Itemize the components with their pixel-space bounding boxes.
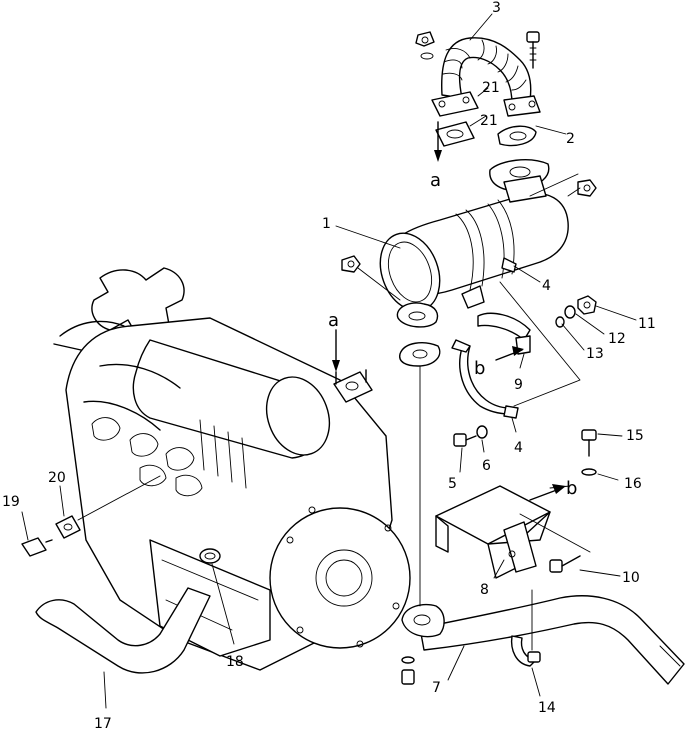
reference-b-bracket: b [566,478,577,499]
pipe-flange-right [503,95,541,117]
mounting-bracket [435,485,551,579]
bolt-5 [453,433,477,447]
callout-18: 18 [226,654,244,670]
nut-11 [577,295,597,315]
top-bolt [526,31,540,69]
gasket-left [435,121,475,147]
muffler-outlet-flange [489,159,550,203]
callout-labels: 3 21 21 2 1 4 11 12 13 9 4 5 6 15 16 10 … [2,0,656,730]
callout-15: 15 [626,428,644,444]
tail-pipe [419,595,685,685]
callout-1: 1 [322,216,331,232]
clamp-band [451,257,519,419]
drain-cock-19 [21,537,53,557]
muffler-inlet-flange [396,302,439,328]
engine-block [53,267,411,671]
leader-muffler-left [357,267,401,301]
callout-17: 17 [94,716,112,730]
callout-leaders [21,13,637,697]
reference-arrow-b-band [495,346,524,361]
washer-16 [581,468,597,476]
washer-12 [564,305,576,319]
callout-11: 11 [638,316,656,332]
leader-bracket-bolt [519,513,591,553]
reference-arrow-b-bracket [529,484,566,501]
callout-20: 20 [48,470,66,486]
muffler [379,192,569,312]
callout-14: 14 [538,700,556,716]
reference-arrow-a-top [434,121,442,162]
callout-7: 7 [432,680,441,696]
nut-muffler-left [341,255,361,273]
top-nut [415,31,435,60]
callout-4-upper: 4 [542,278,551,294]
tail-pipe-flange [401,603,445,638]
muffler-support-tab [461,285,485,309]
callout-12: 12 [608,331,626,347]
bolt-15 [581,429,597,457]
callout-2: 2 [566,131,575,147]
callout-13: 13 [586,346,604,362]
reference-b-band: b [474,358,485,379]
callout-8: 8 [480,582,489,598]
tail-pipe-bolt [401,656,415,685]
callout-3: 3 [492,0,501,16]
callout-21-lower: 21 [480,113,498,129]
support-strap [477,312,531,355]
reference-arrow-a-engine [332,329,340,372]
leader-flange-right [529,173,579,197]
drain-valve-20 [55,515,81,539]
pipe-clamp-14 [510,635,541,667]
leader-4b [499,281,581,407]
reference-a-engine: a [328,310,339,331]
callout-4-lower: 4 [514,440,523,456]
nut-muffler-right [577,179,597,197]
engine-exhaust-outlet [333,369,373,403]
callout-9: 9 [514,377,523,393]
leader-muffler-right [567,187,581,197]
pipe-flange-left [431,91,479,117]
callout-19: 19 [2,494,20,510]
leader-18 [211,563,235,645]
callout-10: 10 [622,570,640,586]
inlet-gasket [399,342,441,367]
washer-6 [476,425,488,439]
leader-17 [103,671,107,709]
callout-5: 5 [448,476,457,492]
bolt-10 [549,555,581,573]
gasket-right [497,125,537,147]
drain-plug-18 [199,548,221,564]
leader-drain [77,475,161,521]
callout-21-upper: 21 [482,80,500,96]
drain-hose [35,587,211,674]
callout-6: 6 [482,458,491,474]
reference-a-top: a [430,170,441,191]
callout-16: 16 [624,476,642,492]
